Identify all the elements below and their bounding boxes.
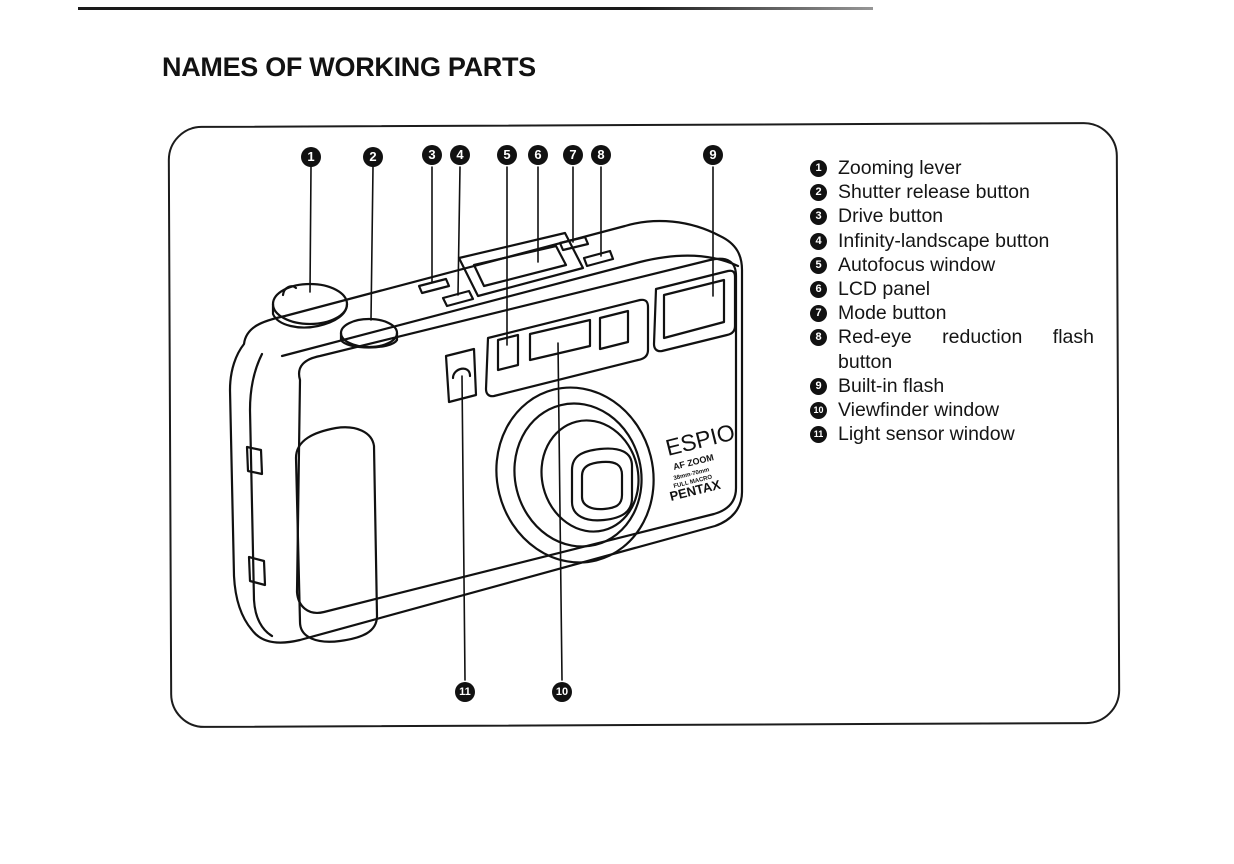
page-title: NAMES OF WORKING PARTS — [162, 52, 536, 82]
callout-3: 3 — [422, 145, 442, 165]
side-depth — [248, 352, 274, 638]
drive-button — [417, 277, 451, 295]
legend-number: 7 — [810, 305, 827, 323]
legend-item: 10 Viewfinder window — [810, 398, 1110, 422]
side-strap-lug-1 — [245, 445, 264, 476]
camera-body-outline — [228, 219, 744, 644]
grip — [294, 426, 379, 643]
top-rule — [78, 7, 873, 10]
flash-window — [652, 269, 737, 353]
legend-label: Autofocus window — [838, 253, 996, 276]
callout-11: 11 — [455, 682, 475, 702]
legend-number: 1 — [810, 160, 827, 177]
callout-4: 4 — [450, 145, 470, 165]
legend-number: 11 — [810, 426, 827, 444]
legend-label: LCD panel — [838, 278, 931, 301]
callout-9: 9 — [703, 145, 723, 165]
legend-number: 3 — [810, 208, 827, 226]
legend-item: 4 Infinity-landscape button — [810, 229, 1110, 253]
mode-button — [558, 235, 590, 252]
legend-item: 3 Drive button — [810, 204, 1110, 228]
infinity-button — [441, 289, 475, 308]
legend-label: Shutter release button — [838, 181, 1030, 204]
callout-1: 1 — [301, 147, 321, 167]
legend-item: 1 Zooming lever — [810, 156, 1110, 180]
callout-6: 6 — [528, 145, 548, 165]
legend-label: Zooming lever — [838, 157, 962, 179]
legend-item: 5 Autofocus window — [810, 253, 1110, 277]
legend-item: 7 Mode button — [810, 301, 1110, 325]
lens-barrel — [495, 386, 655, 564]
legend-item: 8 Red-eye reduction flash button — [810, 325, 1110, 373]
redeye-button — [582, 249, 615, 268]
legend-label: Red-eye reduction flash button — [838, 326, 1094, 373]
af-viewfinder-window — [484, 298, 650, 398]
legend-item: 6 LCD panel — [810, 277, 1110, 301]
legend-label: Built-in flash — [838, 374, 945, 397]
legend-number: 6 — [810, 281, 827, 299]
callout-5: 5 — [497, 145, 517, 165]
top-rule-fade — [640, 6, 875, 11]
top-deck-edge — [280, 254, 740, 358]
camera-illustration: ESPIO AF ZOOM 38mm-70mm FULL MACRO PENTA… — [228, 166, 744, 681]
callout-7: 7 — [563, 145, 583, 165]
legend-label: Mode button — [838, 302, 947, 325]
legend-item: 11 Light sensor window — [810, 422, 1110, 446]
lens-glass — [570, 447, 634, 522]
legend-number: 5 — [810, 256, 827, 274]
parts-legend: 1 Zooming lever 2 Shutter release button 3… — [810, 156, 1110, 446]
lcd-panel — [457, 231, 585, 298]
callout-8: 8 — [591, 145, 611, 165]
front-panel — [295, 257, 738, 614]
side-strap-lug-2 — [247, 555, 267, 587]
legend-number: 8 — [810, 329, 827, 347]
legend-item: 2 Shutter release button — [810, 180, 1110, 204]
legend-number: 9 — [810, 377, 827, 395]
legend-item: 9 Built-in flash — [810, 374, 1110, 398]
legend-number: 2 — [810, 184, 827, 202]
legend-label: Drive button — [838, 205, 944, 228]
legend-label: Infinity-landscape button — [838, 229, 1050, 252]
legend-number: 10 — [810, 402, 827, 420]
callout-2: 2 — [363, 147, 383, 167]
leader-lines — [309, 166, 714, 681]
light-sensor-window — [444, 347, 478, 404]
legend-label: Viewfinder window — [838, 399, 1000, 422]
legend-number: 4 — [810, 232, 827, 250]
callout-10: 10 — [552, 682, 572, 702]
legend-label: Light sensor window — [838, 423, 1015, 446]
